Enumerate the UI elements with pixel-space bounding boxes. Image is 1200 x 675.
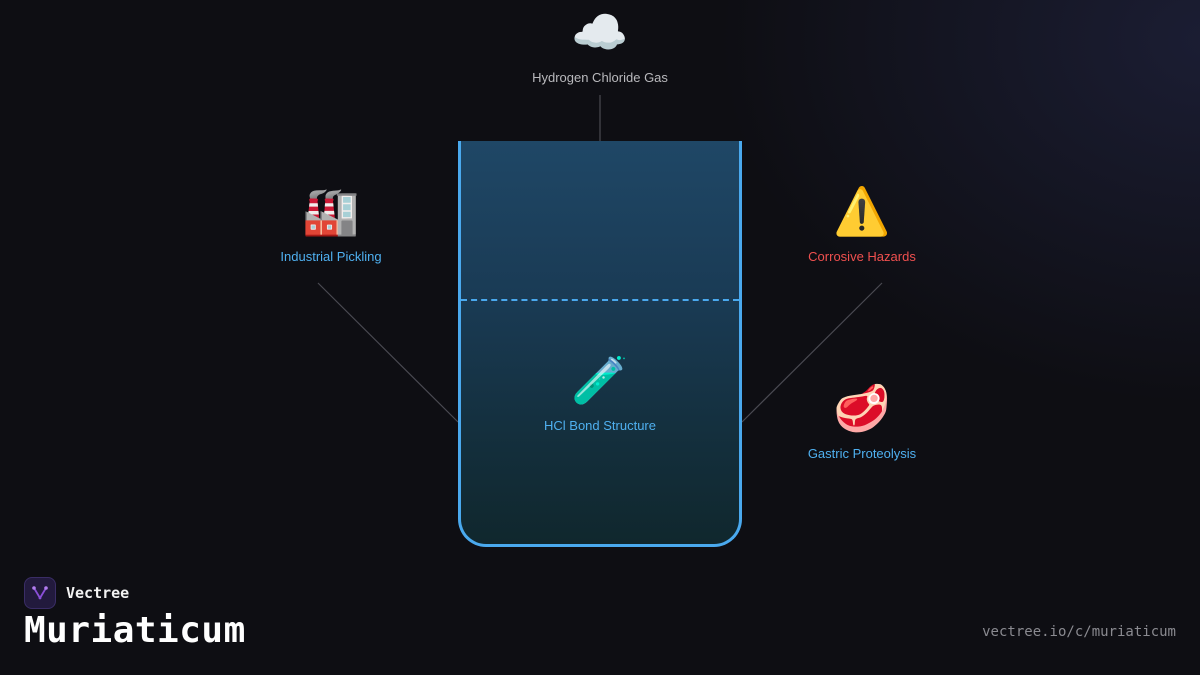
- brand-name: Vectree: [66, 584, 130, 602]
- beaker: [458, 141, 742, 547]
- cloud-icon: ☁️: [571, 6, 629, 58]
- warning-icon: ⚠️: [833, 185, 891, 237]
- brand[interactable]: Vectree: [24, 577, 129, 609]
- test-tube-icon: 🧪: [571, 354, 629, 406]
- node-label: Hydrogen Chloride Gas: [532, 70, 668, 85]
- node-hcl-bond-structure: 🧪 HCl Bond Structure: [544, 352, 656, 433]
- node-label: Industrial Pickling: [280, 249, 382, 264]
- node-label: Corrosive Hazards: [808, 249, 916, 264]
- factory-icon: 🏭: [302, 185, 360, 237]
- connector-left: [317, 282, 459, 423]
- node-gastric-proteolysis: 🥩 Gastric Proteolysis: [808, 380, 916, 461]
- node-label: HCl Bond Structure: [544, 418, 656, 433]
- meat-icon: 🥩: [833, 382, 891, 434]
- node-industrial-pickling: 🏭 Industrial Pickling: [280, 183, 381, 264]
- node-label: Gastric Proteolysis: [807, 446, 917, 461]
- page-url[interactable]: vectree.io/c/muriaticum: [982, 624, 1176, 640]
- page-title: Muriaticum: [24, 610, 246, 651]
- liquid-surface-line: [461, 299, 739, 301]
- node-hydrogen-chloride-gas: ☁️ Hydrogen Chloride Gas: [532, 4, 668, 85]
- node-corrosive-hazards: ⚠️ Corrosive Hazards: [808, 183, 916, 264]
- vectree-logo-icon: [24, 577, 56, 609]
